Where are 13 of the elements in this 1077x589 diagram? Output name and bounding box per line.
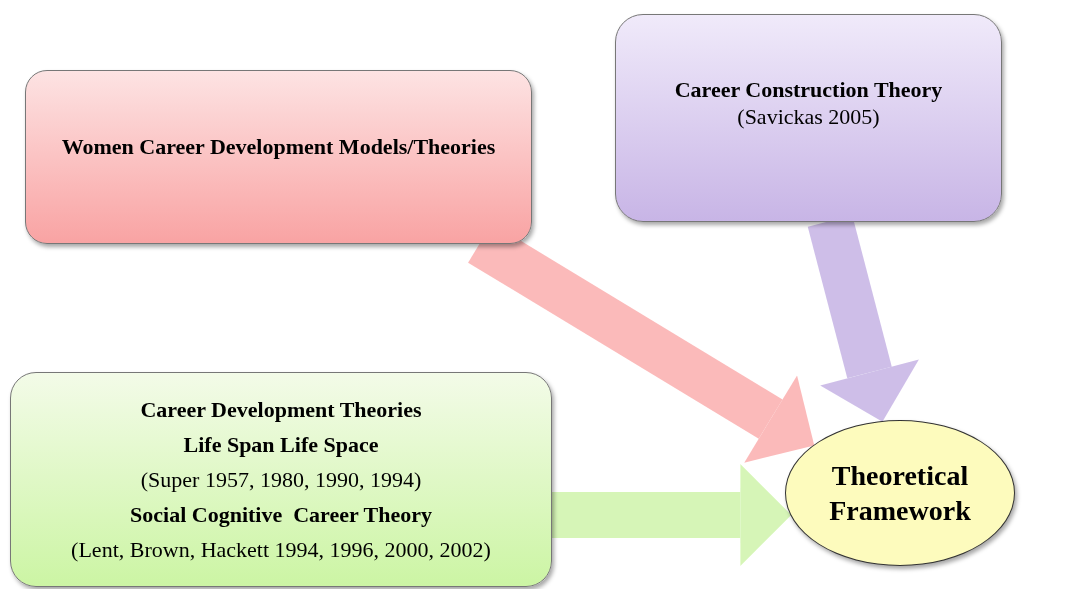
node-text: Theoretical Framework bbox=[828, 459, 972, 528]
node-text: Life Span Life Space bbox=[183, 430, 379, 459]
node-text: Social Cognitive Career Theory bbox=[130, 501, 432, 530]
node-text: (Savickas 2005) bbox=[737, 103, 880, 131]
rounded-box bbox=[615, 14, 1002, 222]
node-text: (Lent, Brown, Hackett 1994, 1996, 2000, 2002) bbox=[71, 536, 491, 565]
node-text: Career Construction Theory bbox=[674, 75, 943, 103]
node-text: Women Career Development Models/Theories bbox=[61, 133, 496, 161]
rounded-box bbox=[10, 372, 552, 587]
node-text: (Super 1957, 1980, 1990, 1994) bbox=[140, 465, 422, 494]
block-arrow bbox=[551, 464, 792, 566]
rounded-box bbox=[25, 70, 532, 244]
node-text: Career Development Theories bbox=[140, 395, 422, 424]
